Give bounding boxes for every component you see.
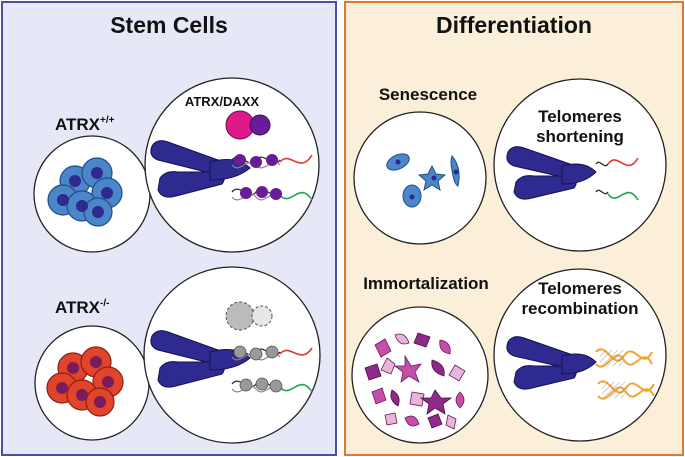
atrx-daxx-label: ATRX/DAXX — [185, 94, 259, 109]
senescence-circle — [353, 111, 487, 245]
telomere-dna-bottom — [231, 186, 313, 201]
telomere-dna-top — [231, 154, 313, 169]
atrx-wt-label: ATRX+/+ — [55, 115, 115, 134]
differentiation-title: Differentiation — [436, 12, 592, 38]
daxx-protein — [249, 114, 271, 136]
atrx-ko-label: ATRX-/- — [55, 298, 109, 317]
chromosome-icon — [150, 140, 251, 198]
missing-daxx-outline — [251, 305, 273, 327]
immortalization-label: Immortalization — [363, 274, 489, 293]
atrx-wt-base: ATRX — [55, 115, 101, 134]
telomeres-recombination-label-2: recombination — [521, 299, 638, 318]
telomeres-shortening-circle: Telomeres shortening — [493, 78, 667, 252]
chromosome-icon-short — [506, 146, 597, 200]
healthy-cell-group — [47, 157, 123, 227]
senescence-label: Senescence — [379, 85, 477, 104]
missing-atrx-outline — [225, 301, 255, 331]
telomeres-shortening-label-2: shortening — [536, 127, 624, 146]
atrx-ko-base: ATRX — [55, 298, 101, 317]
ko-telomere-dna-top — [231, 345, 313, 361]
wt-chromosome-circle: ATRX/DAXX — [144, 77, 320, 253]
stem-cells-title: Stem Cells — [110, 12, 228, 38]
senescent-cells — [386, 153, 460, 208]
immortal-cell-population — [364, 332, 466, 430]
wt-stem-cell-cluster — [33, 135, 151, 253]
ko-stem-cell-cluster — [34, 325, 150, 441]
immortalization-circle — [351, 306, 489, 444]
chromosome-icon-ko — [150, 330, 251, 388]
atrx-wt-sup: +/+ — [100, 115, 115, 126]
telomeres-recombination-circle: Telomeres recombination — [493, 268, 667, 442]
ko-telomere-dna-bottom — [231, 377, 313, 393]
chromosome-icon-recomb — [506, 336, 597, 390]
telomeres-shortening-label-1: Telomeres — [538, 107, 622, 126]
recombination-dna — [595, 348, 655, 400]
ko-cell-group — [46, 346, 124, 417]
ko-chromosome-circle — [143, 266, 321, 444]
telomeres-recombination-label-1: Telomeres — [538, 279, 622, 298]
atrx-ko-sup: -/- — [100, 298, 109, 309]
